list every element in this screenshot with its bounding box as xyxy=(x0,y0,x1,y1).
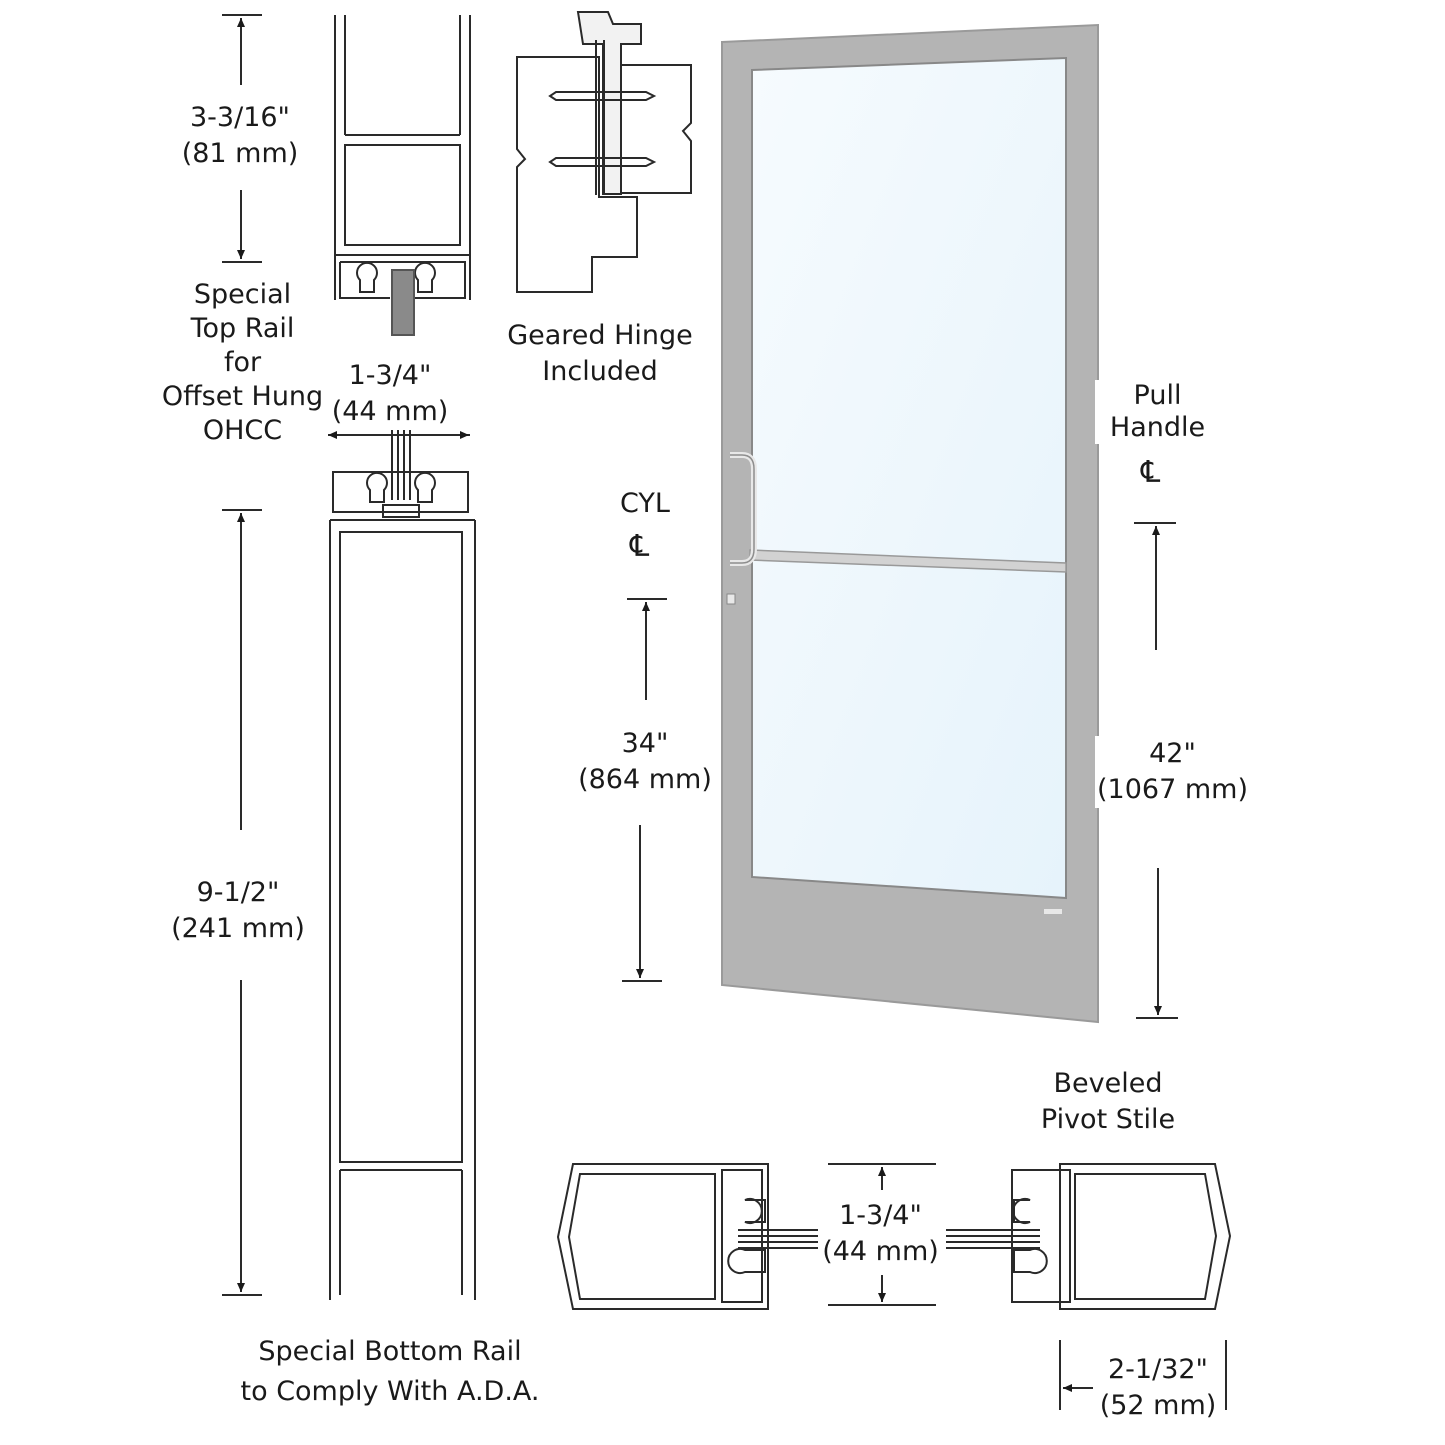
cyl-height-inches: 34" xyxy=(621,728,669,759)
pivot-stile-caption-line: Beveled xyxy=(1053,1068,1163,1099)
hinge-caption-line: Included xyxy=(542,356,658,387)
pull-handle-centerline-icon: ℄ xyxy=(1141,455,1161,490)
cyl-height-dimension: 34" (864 mm) xyxy=(575,726,715,798)
bottom-rail-caption-line: Special Bottom Rail xyxy=(258,1336,522,1367)
pivot-stile-width-inches: 2-1/32" xyxy=(1108,1354,1208,1385)
pull-handle-label-line: Pull xyxy=(1133,380,1182,411)
bottom-rail-height-inches: 9-1/2" xyxy=(196,877,280,908)
top-rail-caption-line: Offset Hung xyxy=(161,381,324,412)
rail-depth-inches: 1-3/4" xyxy=(348,360,432,391)
hinge-caption: Geared Hinge Included xyxy=(505,318,695,390)
pull-handle-label: Pull Handle xyxy=(1095,380,1220,444)
top-rail-height-dimension: 3-3/16" (81 mm) xyxy=(180,100,300,172)
top-rail-caption: Special Top Rail for Offset Hung OHCC xyxy=(160,278,325,448)
pivot-stile-caption-line: Pivot Stile xyxy=(1040,1104,1176,1135)
pivot-stile-depth-dimension: 1-3/4" (44 mm) xyxy=(818,1198,943,1270)
bottom-rail-detail xyxy=(222,430,476,1300)
top-rail-caption-line: Top Rail xyxy=(190,313,295,344)
top-rail-caption-line: for xyxy=(223,347,262,378)
top-rail-height-mm: (81 mm) xyxy=(181,138,299,169)
top-rail-caption-line: OHCC xyxy=(202,415,283,446)
bottom-rail-caption-line: to Comply With A.D.A. xyxy=(240,1376,540,1407)
bottom-rail-height-dimension: 9-1/2" (241 mm) xyxy=(168,875,308,947)
top-rail-height-inches: 3-3/16" xyxy=(190,102,290,133)
pull-handle-label-line: Handle xyxy=(1109,412,1206,443)
rail-depth-dimension: 1-3/4" (44 mm) xyxy=(330,358,450,430)
top-rail-detail xyxy=(222,14,471,336)
pivot-stile-depth-mm: (44 mm) xyxy=(822,1236,939,1267)
pull-handle-height-mm: (1067 mm) xyxy=(1097,774,1248,805)
pivot-stile-width-dimension: 2-1/32" (52 mm) xyxy=(1093,1352,1223,1424)
cyl-label: CYL xyxy=(610,486,680,522)
bottom-rail-caption: Special Bottom Rail to Comply With A.D.A… xyxy=(235,1332,545,1412)
cyl-height-mm: (864 mm) xyxy=(578,764,712,795)
pull-handle-dimension xyxy=(1134,522,1178,1019)
geared-hinge-detail xyxy=(516,11,692,293)
bottom-rail-height-mm: (241 mm) xyxy=(171,913,305,944)
rail-depth-mm: (44 mm) xyxy=(331,396,449,427)
cyl-centerline-icon: ℄ xyxy=(630,529,650,564)
top-rail-caption-line: Special xyxy=(193,279,292,310)
pivot-stile-depth-inches: 1-3/4" xyxy=(839,1200,922,1231)
pull-handle-height-dimension: 42" (1067 mm) xyxy=(1095,736,1250,808)
pull-handle-height-inches: 42" xyxy=(1149,738,1196,769)
pivot-stile-detail xyxy=(556,1163,1232,1410)
pivot-stile-caption: Beveled Pivot Stile xyxy=(1028,1066,1188,1138)
door-elevation xyxy=(721,23,1099,1024)
hinge-caption-line: Geared Hinge xyxy=(507,320,693,351)
pivot-stile-width-mm: (52 mm) xyxy=(1099,1390,1217,1421)
cyl-dimension xyxy=(622,598,667,982)
